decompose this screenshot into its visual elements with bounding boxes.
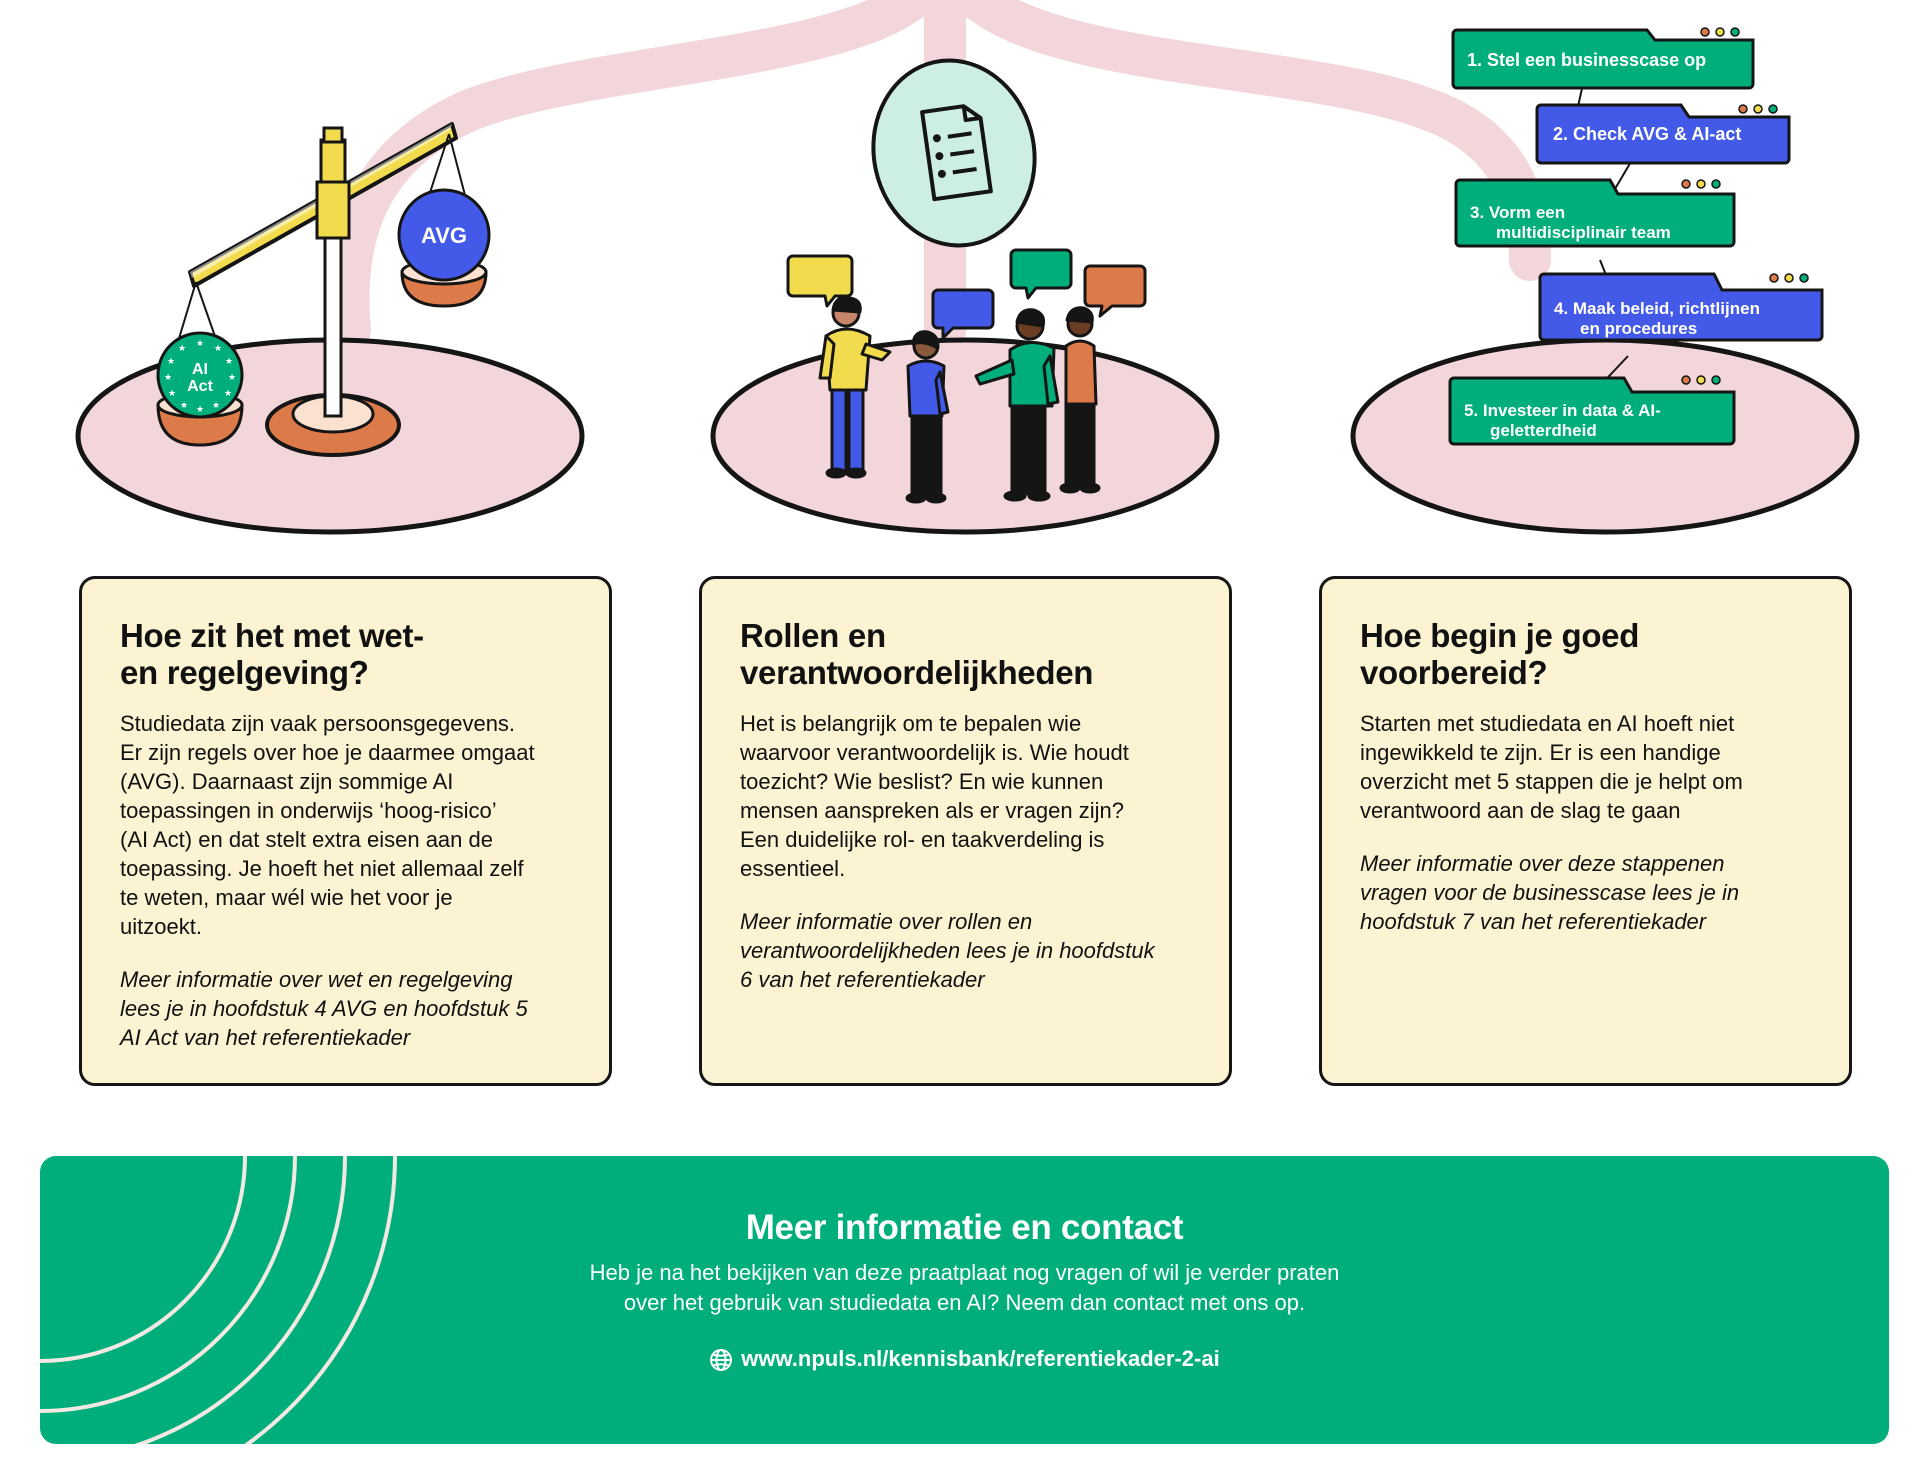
card-regulation: Hoe zit het met wet- en regelgeving? Stu… xyxy=(79,576,612,1086)
footer-url-link[interactable]: www.npuls.nl/kennisbank/referentiekader-… xyxy=(741,1346,1220,1371)
person-orange xyxy=(1059,306,1101,494)
card-preparation-more-info: Meer informatie over deze stappenen vrag… xyxy=(1360,851,1740,934)
svg-text:★: ★ xyxy=(224,389,232,399)
speech-bubble-orange xyxy=(1083,264,1147,318)
step-1-label: 1. Stel een businesscase op xyxy=(1467,50,1706,70)
card-preparation: Hoe begin je goed voorbereid? Starten me… xyxy=(1319,576,1852,1086)
card-roles-body: Het is belangrijk om te bepalen wie waar… xyxy=(740,711,1129,881)
svg-text:★: ★ xyxy=(164,373,172,383)
card-roles-more-info: Meer informatie over rollen en verantwoo… xyxy=(740,909,1155,992)
card-regulation-more-info: Meer informatie over wet en regelgeving … xyxy=(120,967,528,1050)
footer-link-row: www.npuls.nl/kennisbank/referentiekader-… xyxy=(40,1346,1889,1372)
contact-footer: Meer informatie en contact Heb je na het… xyxy=(40,1156,1889,1444)
step-2: 2. Check AVG & AI-act xyxy=(1535,103,1791,165)
platform-middle xyxy=(710,337,1220,535)
card-roles-title: Rollen en verantwoordelijkheden xyxy=(740,617,1094,691)
avg-badge xyxy=(397,188,491,282)
footer-text: Heb je na het bekijken van deze praatpla… xyxy=(589,1260,1340,1315)
svg-text:★: ★ xyxy=(196,405,204,415)
card-preparation-body: Starten met studiedata en AI hoeft niet … xyxy=(1360,711,1743,823)
svg-text:★: ★ xyxy=(180,401,188,411)
svg-text:★: ★ xyxy=(214,344,222,354)
card-preparation-title: Hoe begin je goed voorbereid? xyxy=(1360,617,1640,691)
svg-text:★: ★ xyxy=(196,339,204,349)
svg-text:★: ★ xyxy=(225,357,233,367)
step-5-label: 5. Investeer in data & AI-geletterdheid xyxy=(1464,401,1661,440)
people-illustration xyxy=(786,58,1147,504)
card-roles: Rollen en verantwoordelijkheden Het is b… xyxy=(699,576,1232,1086)
step-5: 5. Investeer in data & AI-geletterdheid xyxy=(1448,375,1736,446)
document-icon xyxy=(920,104,993,202)
globe-icon xyxy=(710,1349,733,1371)
speech-bubble-yellow xyxy=(786,254,854,308)
person-blue xyxy=(905,330,950,504)
step-1: 1. Stel een businesscase op xyxy=(1451,27,1755,90)
svg-text:★: ★ xyxy=(212,401,220,411)
person-green xyxy=(974,308,1060,502)
footer-title: Meer informatie en contact xyxy=(745,1208,1184,1247)
step-2-label: 2. Check AVG & AI-act xyxy=(1553,124,1741,144)
person-yellow xyxy=(818,296,892,479)
card-regulation-body: Studiedata zijn vaak persoonsgegevens. E… xyxy=(120,711,535,939)
steps-illustration: 1. Stel een businesscase op 2. Check AVG… xyxy=(1448,27,1824,446)
avg-badge-label: AVG xyxy=(421,223,467,248)
card-regulation-title: Hoe zit het met wet- en regelgeving? xyxy=(120,617,424,691)
svg-text:★: ★ xyxy=(168,389,176,399)
ai-act-badge xyxy=(156,331,244,419)
speech-bubble-green xyxy=(1009,248,1073,300)
svg-text:★: ★ xyxy=(228,373,236,383)
svg-text:★: ★ xyxy=(167,357,175,367)
speech-bubble-blue xyxy=(931,288,995,340)
svg-text:★: ★ xyxy=(178,344,186,354)
